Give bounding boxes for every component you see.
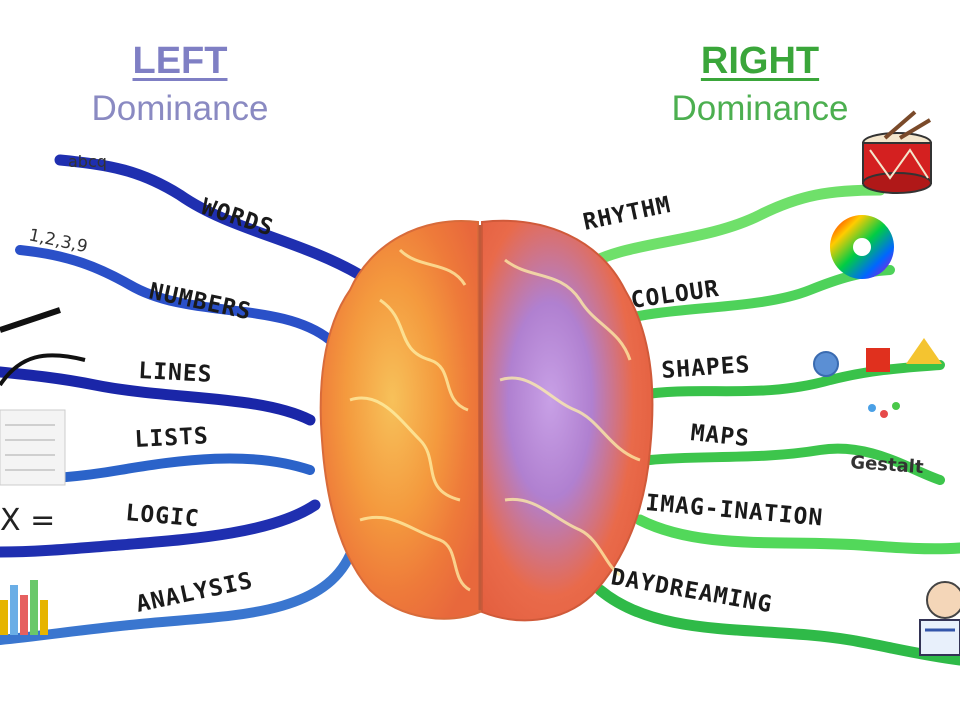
branch-lines bbox=[0, 366, 316, 426]
branch-logic bbox=[0, 499, 321, 558]
square-shape-icon bbox=[866, 348, 890, 372]
left-title: LEFT bbox=[132, 40, 228, 82]
triangle-shape-icon bbox=[906, 338, 942, 364]
left-sketches bbox=[0, 307, 86, 635]
branch-words bbox=[54, 154, 366, 281]
branch-daydreaming bbox=[594, 584, 960, 666]
label-lists: LISTS bbox=[134, 423, 210, 453]
left-subtitle: Dominance bbox=[91, 89, 269, 128]
label-lines: LINES bbox=[138, 358, 214, 388]
color-wheel-icon bbox=[830, 215, 894, 279]
curve-sketch bbox=[0, 353, 86, 387]
label-imagination: IMAG-INATION bbox=[644, 490, 824, 531]
daydreamer-figure bbox=[919, 581, 960, 656]
hint-logic: X = bbox=[0, 503, 55, 538]
label-logic: LOGIC bbox=[124, 500, 200, 532]
left-branches bbox=[0, 154, 366, 645]
line-sketch bbox=[0, 307, 61, 333]
circle-shape-icon bbox=[813, 351, 839, 377]
brain-illustration bbox=[319, 219, 654, 622]
left-heading: LEFT Dominance bbox=[90, 40, 270, 129]
branch-maps bbox=[645, 443, 945, 485]
branch-shapes bbox=[635, 360, 945, 400]
label-maps: MAPS bbox=[689, 420, 751, 452]
branch-imagination bbox=[634, 514, 960, 555]
hint-words: abcq bbox=[68, 152, 107, 171]
right-title: RIGHT bbox=[700, 40, 820, 82]
gestalt-sketch bbox=[868, 402, 900, 418]
label-words: WORDS bbox=[198, 194, 277, 242]
right-heading: RIGHT Dominance bbox=[650, 40, 870, 129]
list-sketch bbox=[0, 409, 66, 486]
hint-maps: Gestalt bbox=[850, 452, 925, 478]
label-rhythm: RHYTHM bbox=[581, 192, 674, 236]
right-branches bbox=[574, 184, 960, 666]
right-subtitle: Dominance bbox=[671, 89, 849, 128]
drum-icon bbox=[862, 110, 932, 194]
branch-rhythm bbox=[574, 184, 886, 276]
label-numbers: NUMBERS bbox=[147, 278, 254, 325]
bar-chart-sketch bbox=[0, 580, 48, 635]
label-shapes: SHAPES bbox=[661, 352, 752, 384]
right-hemisphere bbox=[481, 219, 654, 622]
branch-numbers bbox=[15, 245, 335, 345]
